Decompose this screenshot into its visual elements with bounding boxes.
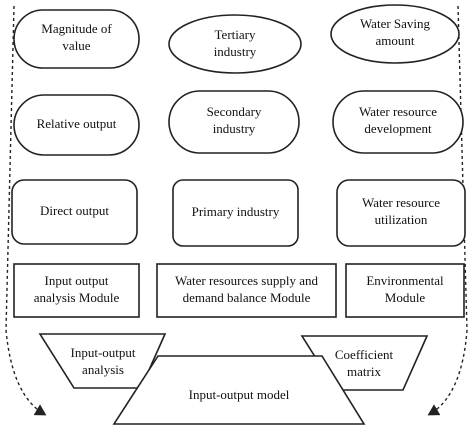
node-magnitude-of-value-line-1: Magnitude of <box>41 21 112 36</box>
node-water-resources-balance-module-line-1: Water resources supply and <box>175 273 318 288</box>
node-environmental-module-line-1: Environmental <box>366 273 444 288</box>
node-secondary-industry: Secondary industry <box>168 90 300 154</box>
node-water-saving-amount-line-2: amount <box>376 33 415 48</box>
node-water-resources-balance-module: Water resources supply and demand balanc… <box>156 263 337 318</box>
node-primary-industry: Primary industry <box>172 179 299 247</box>
node-water-resources-balance-module-line-2: demand balance Module <box>183 290 311 305</box>
node-water-resource-development-line-1: Water resource <box>359 104 437 119</box>
node-input-output-model-line-1: Input-output model <box>189 387 290 402</box>
node-magnitude-of-value-line-2: value <box>62 38 90 53</box>
node-secondary-industry-line-2: industry <box>213 121 256 136</box>
node-water-resource-utilization-line-2: utilization <box>375 212 428 227</box>
node-relative-output-line-1: Relative output <box>37 116 117 131</box>
node-water-saving-amount: Water Saving amount <box>330 4 460 64</box>
node-coefficient-matrix-line-2: matrix <box>347 364 381 379</box>
node-input-output-analysis-module-line-2: analysis Module <box>34 290 120 305</box>
node-input-output-analysis-module: Input output analysis Module <box>13 263 140 318</box>
node-water-resource-utilization: Water resource utilization <box>336 179 466 247</box>
node-water-resource-development-line-2: development <box>364 121 432 136</box>
node-tertiary-industry-line-1: Tertiary <box>215 27 256 42</box>
node-input-output-analysis-module-line-1: Input output <box>45 273 109 288</box>
node-coefficient-matrix-line-1: Coefficient <box>335 347 394 362</box>
node-tertiary-industry-line-2: industry <box>214 44 257 59</box>
node-magnitude-of-value: Magnitude of value <box>13 9 140 69</box>
left-dashed-flow-arrow <box>5 5 47 416</box>
node-secondary-industry-line-1: Secondary <box>207 104 262 119</box>
node-input-output-model: Input-output model <box>112 355 366 425</box>
node-water-resource-utilization-line-1: Water resource <box>362 195 440 210</box>
node-relative-output: Relative output <box>13 94 140 156</box>
node-input-output-analysis-line-2: analysis <box>82 362 124 377</box>
node-direct-output-line-1: Direct output <box>40 203 109 218</box>
node-environmental-module: Environmental Module <box>345 263 465 318</box>
node-water-resource-development: Water resource development <box>332 90 464 154</box>
node-primary-industry-line-1: Primary industry <box>192 204 280 219</box>
node-direct-output: Direct output <box>11 179 138 245</box>
node-input-output-analysis: Input-output analysis <box>38 333 167 389</box>
right-dashed-flow-arrow <box>427 5 468 416</box>
node-tertiary-industry: Tertiary industry <box>168 14 302 74</box>
node-water-saving-amount-line-1: Water Saving <box>360 16 431 31</box>
node-environmental-module-line-2: Module <box>385 290 426 305</box>
node-input-output-analysis-line-1: Input-output <box>71 345 136 360</box>
